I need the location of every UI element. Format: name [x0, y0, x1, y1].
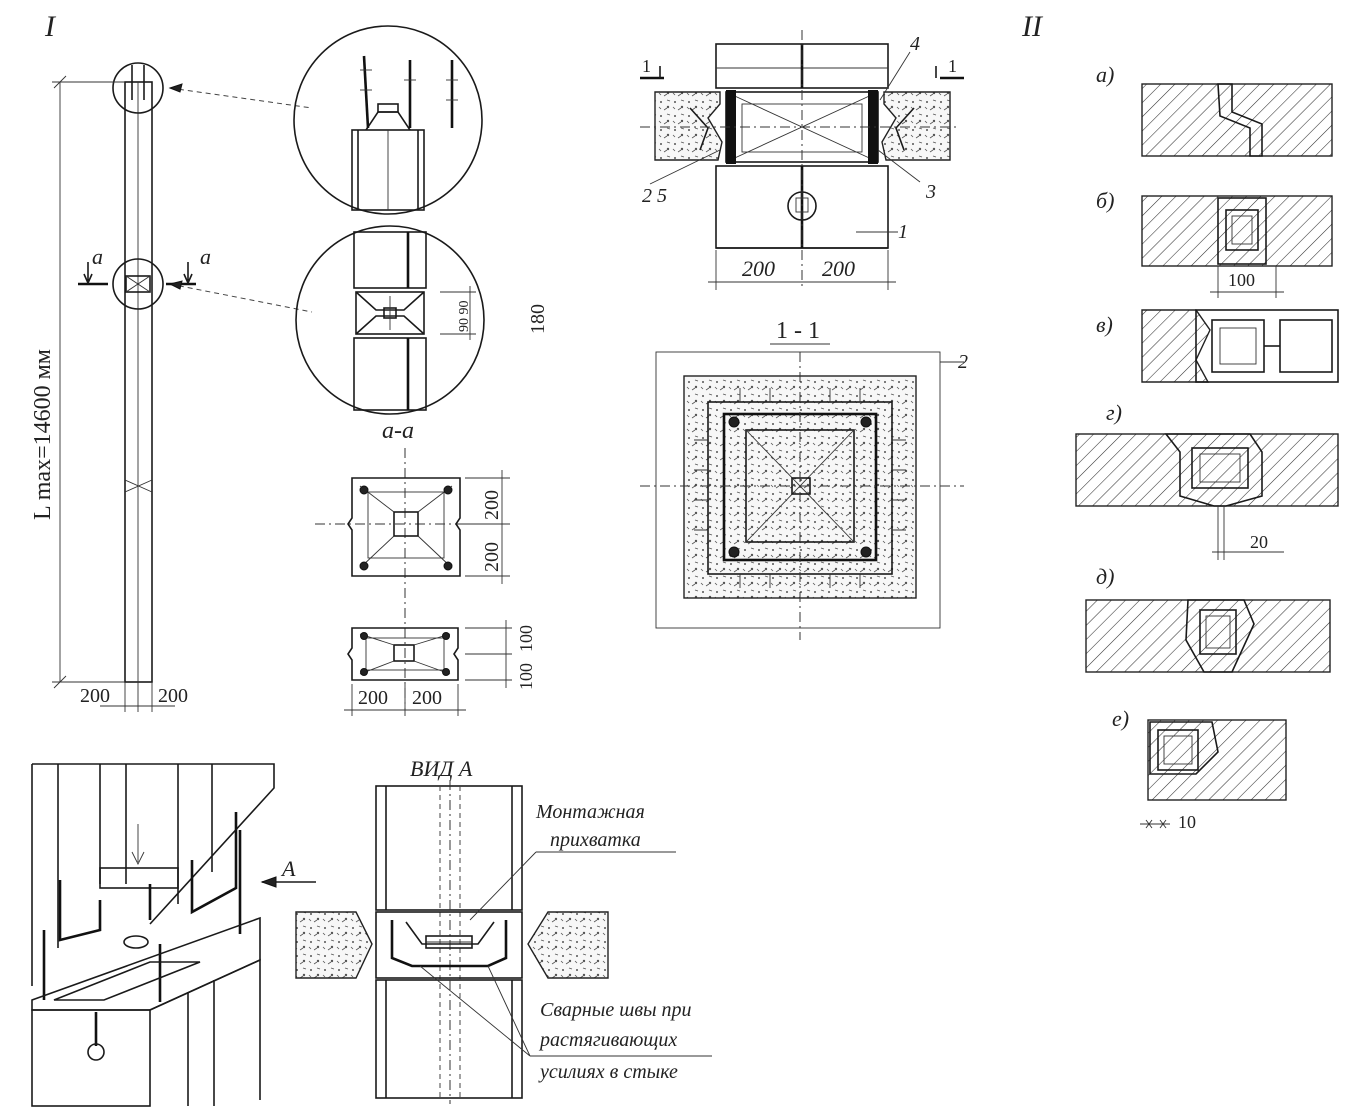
assembly-view-arrow-a: A [280, 856, 296, 881]
view-a-title: ВИД А [410, 756, 473, 781]
column-dim-left: 200 [80, 685, 110, 707]
joint-type-d: г) 20 [1075, 400, 1339, 560]
joint-type-d-label: г) [1106, 400, 1122, 425]
joint-type-f-dim-10: 10 [1178, 812, 1196, 832]
joint-type-b-label: б) [1096, 188, 1114, 213]
elev-mark-1-left: 1 [642, 56, 651, 76]
view-a-note-weld-2: растягивающих [538, 1029, 677, 1051]
view-a-note-tack-1: Монтажная [535, 801, 645, 823]
column-elevation: a a L max=14600 мм 200 200 [30, 62, 313, 712]
elev-callout-2-5: 2 5 [642, 185, 667, 207]
view-a-note-weld-3: усилиях в стыке [538, 1061, 678, 1083]
part-label-2: II [1021, 10, 1044, 43]
joint-type-b-dim-100: 100 [1228, 270, 1255, 290]
section-1-1: 1 - 1 2 [640, 318, 968, 640]
joint-type-e-label: д) [1096, 564, 1114, 589]
view-a-note-weld-1: Сварные швы при [540, 999, 692, 1021]
joint-type-d-dim-20: 20 [1250, 532, 1268, 552]
section-aa-dim-200-top: 200 [481, 490, 503, 520]
column-length-label: L max=14600 мм [30, 349, 56, 520]
section-aa-dim-100-bottom: 100 [516, 663, 536, 690]
joint-type-e: д) [1085, 564, 1331, 673]
elev-callout-1: 1 [898, 221, 908, 243]
part-label-1: I [44, 10, 57, 43]
joint-type-a-label: а) [1096, 62, 1114, 87]
callout-circle-mid [112, 258, 164, 310]
section-aa-dim-200-left: 200 [358, 687, 388, 709]
column-body [124, 81, 153, 683]
assembly-view: A [31, 763, 316, 1107]
section-aa: a-a 200 200 1 [315, 418, 536, 716]
joint-type-f: е) 10 [1112, 706, 1287, 832]
section-mark-a-right: a [200, 244, 211, 269]
view-a-note-tack-2: прихватка [550, 829, 641, 851]
elev-mark-1-right: 1 [948, 56, 957, 76]
detail-dim-90-90: 90 90 [457, 301, 472, 333]
callout-circle-top [112, 62, 164, 114]
section-aa-dim-100-top: 100 [516, 625, 536, 652]
detail-dim-180: 180 [527, 304, 549, 334]
section-aa-dim-200-bottom: 200 [481, 542, 503, 572]
section-aa-title: a-a [382, 418, 414, 444]
elev-dim-right: 200 [822, 256, 855, 281]
section-11-title: 1 - 1 [776, 318, 820, 344]
joint-elevation: 1 1 4 2 5 3 1 200 200 [640, 30, 964, 290]
column-dim-right: 200 [158, 685, 188, 707]
view-a: ВИД А Монтажная прихватка Сварные швы пр… [295, 756, 712, 1104]
section-aa-dim-200-right: 200 [412, 687, 442, 709]
joint-type-b: б) 100 [1096, 188, 1333, 298]
joint-type-f-label: е) [1112, 706, 1129, 731]
section-mark-a-left: a [92, 244, 103, 269]
detail-circle-mid: 90 90 180 [295, 225, 549, 415]
joint-type-c-label: в) [1096, 312, 1113, 337]
joint-type-a: а) [1096, 62, 1333, 157]
elev-callout-3: 3 [925, 181, 936, 203]
elev-dim-left: 200 [742, 256, 775, 281]
elev-callout-4: 4 [910, 33, 920, 55]
joint-type-c: в) [1096, 309, 1339, 383]
detail-circle-top [293, 25, 483, 215]
section-11-callout-2: 2 [958, 351, 968, 373]
